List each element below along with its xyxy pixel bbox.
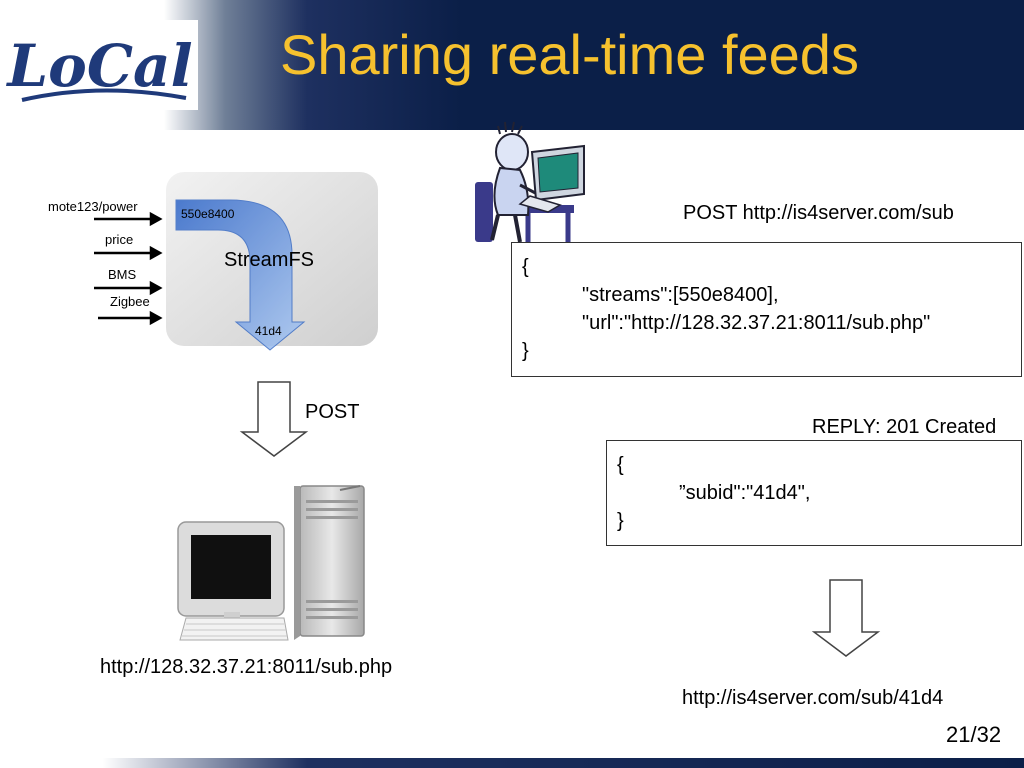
logo-swoosh — [21, 88, 187, 102]
logo-mark: LoCal — [5, 32, 193, 102]
request-line: "streams":[550e8400], — [582, 284, 779, 306]
page-number: 21/32 — [946, 722, 1002, 747]
server-computer-icon — [177, 485, 365, 641]
person-at-computer-icon — [475, 121, 585, 245]
stream-id-label: 550e8400 — [181, 207, 235, 221]
request-line: "url":"http://128.32.37.21:8011/sub.php" — [582, 312, 931, 334]
reply-down-arrow — [811, 579, 881, 657]
input-label-mote: mote123/power — [48, 199, 138, 214]
reply-line: { — [617, 454, 624, 476]
stream-flow-arrow — [175, 199, 306, 351]
sub-id-label: 41d4 — [255, 324, 282, 338]
input-label-bms: BMS — [108, 267, 137, 282]
input-label-price: price — [105, 232, 134, 247]
request-body: { "streams":[550e8400], "url":"http://12… — [511, 242, 1022, 377]
reply-heading: REPLY: 201 Created — [812, 416, 997, 438]
input-label-zigbee: Zigbee — [110, 294, 150, 309]
reply-line: } — [617, 510, 624, 532]
request-line: { — [522, 256, 529, 278]
streamfs-label: StreamFS — [224, 249, 315, 271]
slide-footer — [0, 758, 1024, 768]
result-url: http://is4server.com/sub/41d4 — [682, 687, 944, 709]
request-line: } — [522, 340, 529, 362]
post-label: POST — [305, 401, 360, 423]
request-heading: POST http://is4server.com/sub — [683, 202, 954, 224]
client-url: http://128.32.37.21:8011/sub.php — [100, 656, 393, 678]
reply-line: ”subid":"41d4", — [679, 482, 811, 504]
input-arrows — [94, 211, 163, 326]
reply-body: { ”subid":"41d4", } — [606, 440, 1022, 546]
logo: LoCal — [0, 20, 198, 110]
slide-title: Sharing real-time feeds — [280, 23, 859, 86]
post-down-arrow — [239, 381, 309, 457]
